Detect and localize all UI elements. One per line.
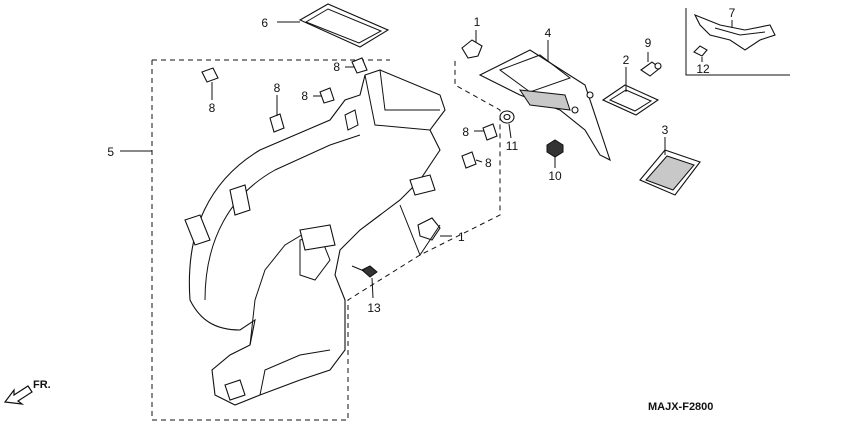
part-6-pad bbox=[298, 3, 390, 48]
callout-7: 7 bbox=[729, 6, 736, 20]
part-4-license-bracket bbox=[478, 49, 611, 162]
part-8-clip-c bbox=[351, 57, 368, 74]
callout-1-top: 1 bbox=[474, 15, 481, 29]
callout-8-b: 8 bbox=[274, 81, 281, 95]
callout-8-e: 8 bbox=[462, 125, 469, 139]
callout-8-f: 8 bbox=[485, 156, 492, 170]
callout-11: 11 bbox=[506, 139, 519, 153]
callout-13: 13 bbox=[367, 301, 381, 315]
part-11-grommet bbox=[499, 110, 515, 124]
part-8-clip-f bbox=[461, 151, 477, 169]
part-8-clip-e bbox=[482, 123, 498, 141]
part-10-nut bbox=[546, 139, 564, 158]
part-3-reflector bbox=[639, 149, 701, 196]
callout-3: 3 bbox=[662, 123, 669, 137]
callout-8-c: 8 bbox=[301, 89, 308, 103]
front-direction-arrow: FR. bbox=[3, 379, 51, 405]
part-1-clip-bottom bbox=[417, 217, 441, 241]
part-13-bolt bbox=[351, 265, 378, 278]
leader-lines bbox=[211, 20, 733, 299]
callout-8-a: 8 bbox=[209, 101, 216, 115]
callout-10: 10 bbox=[548, 169, 562, 183]
part-2-lens bbox=[601, 84, 660, 116]
part-1-clip-top bbox=[461, 39, 483, 59]
callout-1-bottom: 1 bbox=[458, 230, 465, 244]
direction-label: FR. bbox=[33, 379, 51, 391]
part-7-bracket bbox=[693, 13, 776, 51]
callout-4: 4 bbox=[545, 26, 552, 40]
callout-2: 2 bbox=[623, 53, 630, 67]
part-9-bulb bbox=[640, 61, 662, 77]
part-8-clip-b bbox=[269, 113, 285, 133]
diagram-code: MAJX-F2800 bbox=[648, 401, 713, 413]
arrow-icon bbox=[3, 385, 33, 405]
callout-8-d: 8 bbox=[333, 60, 340, 74]
part-8-clip-a bbox=[201, 67, 219, 83]
callout-9: 9 bbox=[645, 36, 652, 50]
callout-12: 12 bbox=[696, 62, 710, 76]
part-8-clip-d bbox=[319, 87, 335, 104]
rear-fender bbox=[184, 69, 446, 406]
callouts: 6 1 4 2 9 7 12 3 5 8 8 8 8 8 8 11 10 1 1… bbox=[107, 6, 735, 315]
callout-6: 6 bbox=[261, 16, 268, 30]
callout-5: 5 bbox=[107, 145, 114, 159]
part-12-nut bbox=[693, 45, 708, 57]
inset-frame bbox=[685, 8, 790, 76]
